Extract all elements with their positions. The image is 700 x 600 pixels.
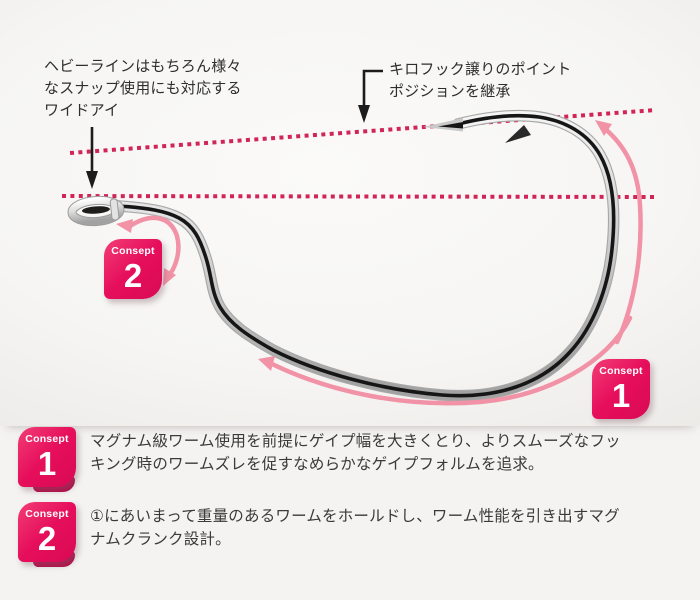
worm-hook-illustration	[67, 109, 620, 402]
concept-2-description: ①にあいまって重量のあるワームをホールドし、ワーム性能を引き出すマグ ナムクラン…	[90, 506, 620, 551]
wide-eye-arrow	[86, 127, 98, 189]
annotation-line: キロフック譲りのポイント	[389, 61, 572, 78]
concept-text-line: マグナム級ワーム使用を前提にゲイプ幅を大きくとり、よりスムーズなフッ	[90, 433, 621, 450]
annotation-line: ポジションを継承	[389, 83, 511, 100]
concept-text-line: ①にあいまって重量のあるワームをホールドし、ワーム性能を引き出すマグ	[90, 508, 620, 525]
badge-label: Consept	[25, 433, 69, 445]
concept-1-badge: Consept 1	[18, 427, 76, 492]
worm-hook-diagram	[61, 69, 657, 406]
hook-eye	[67, 195, 125, 227]
annotation-line: なスナップ使用にも対応する	[44, 80, 242, 97]
annotation-line: ワイドアイ	[44, 102, 120, 119]
badge-label: Consept	[599, 365, 643, 377]
hook-barb	[505, 125, 531, 143]
point-position-arrow	[358, 69, 383, 123]
badge-number: 1	[37, 445, 57, 482]
concept-2-badge: Consept 2	[18, 502, 76, 567]
annotation-line: ヘビーラインはもちろん様々	[44, 58, 242, 75]
concept1-gape-arrow	[269, 315, 633, 406]
diagram-badge-concept-2: Consept 2	[104, 239, 162, 304]
hook-wire-outline	[113, 109, 620, 402]
hook-wire-metal	[114, 111, 619, 401]
concept2-crank-arrow	[127, 215, 181, 281]
hook-wire-core	[117, 113, 616, 398]
hook-point-core	[438, 122, 463, 129]
badge-number: 2	[37, 520, 57, 557]
hook-eye-weld	[109, 198, 120, 221]
concept2-arrowhead-down	[163, 268, 176, 286]
annotation-point-position: キロフック譲りのポイント ポジションを継承	[389, 59, 571, 103]
concept-text-line: ナムクランク設計。	[90, 530, 231, 548]
concept1-bend-arrowhead	[595, 120, 612, 136]
badge-label: Consept	[111, 245, 155, 257]
badge-number: 1	[611, 377, 631, 414]
product-photo-area: ヘビーラインはもちろん様々 なスナップ使用にも対応する ワイドアイ キロフック譲…	[0, 0, 700, 426]
diagram-badge-concept-1: Consept 1	[592, 359, 650, 424]
badge-label: Consept	[25, 508, 69, 520]
dotted-line-eye-axis	[61, 194, 657, 199]
annotation-wide-eye: ヘビーラインはもちろん様々 なスナップ使用にも対応する ワイドアイ	[44, 56, 242, 122]
concept2-arrowhead-left	[116, 219, 133, 233]
hook-point	[423, 118, 463, 132]
concept-text-line: キング時のワームズレを促すなめらかなゲイプフォルムを追求。	[90, 455, 544, 473]
concept-1-description: マグナム級ワーム使用を前提にゲイプ幅を大きくとり、よりスムーズなフッ キング時の…	[90, 431, 621, 476]
concept1-bend-arrow	[600, 124, 643, 345]
concept1-gape-arrowhead	[258, 356, 275, 371]
badge-number: 2	[123, 257, 143, 294]
